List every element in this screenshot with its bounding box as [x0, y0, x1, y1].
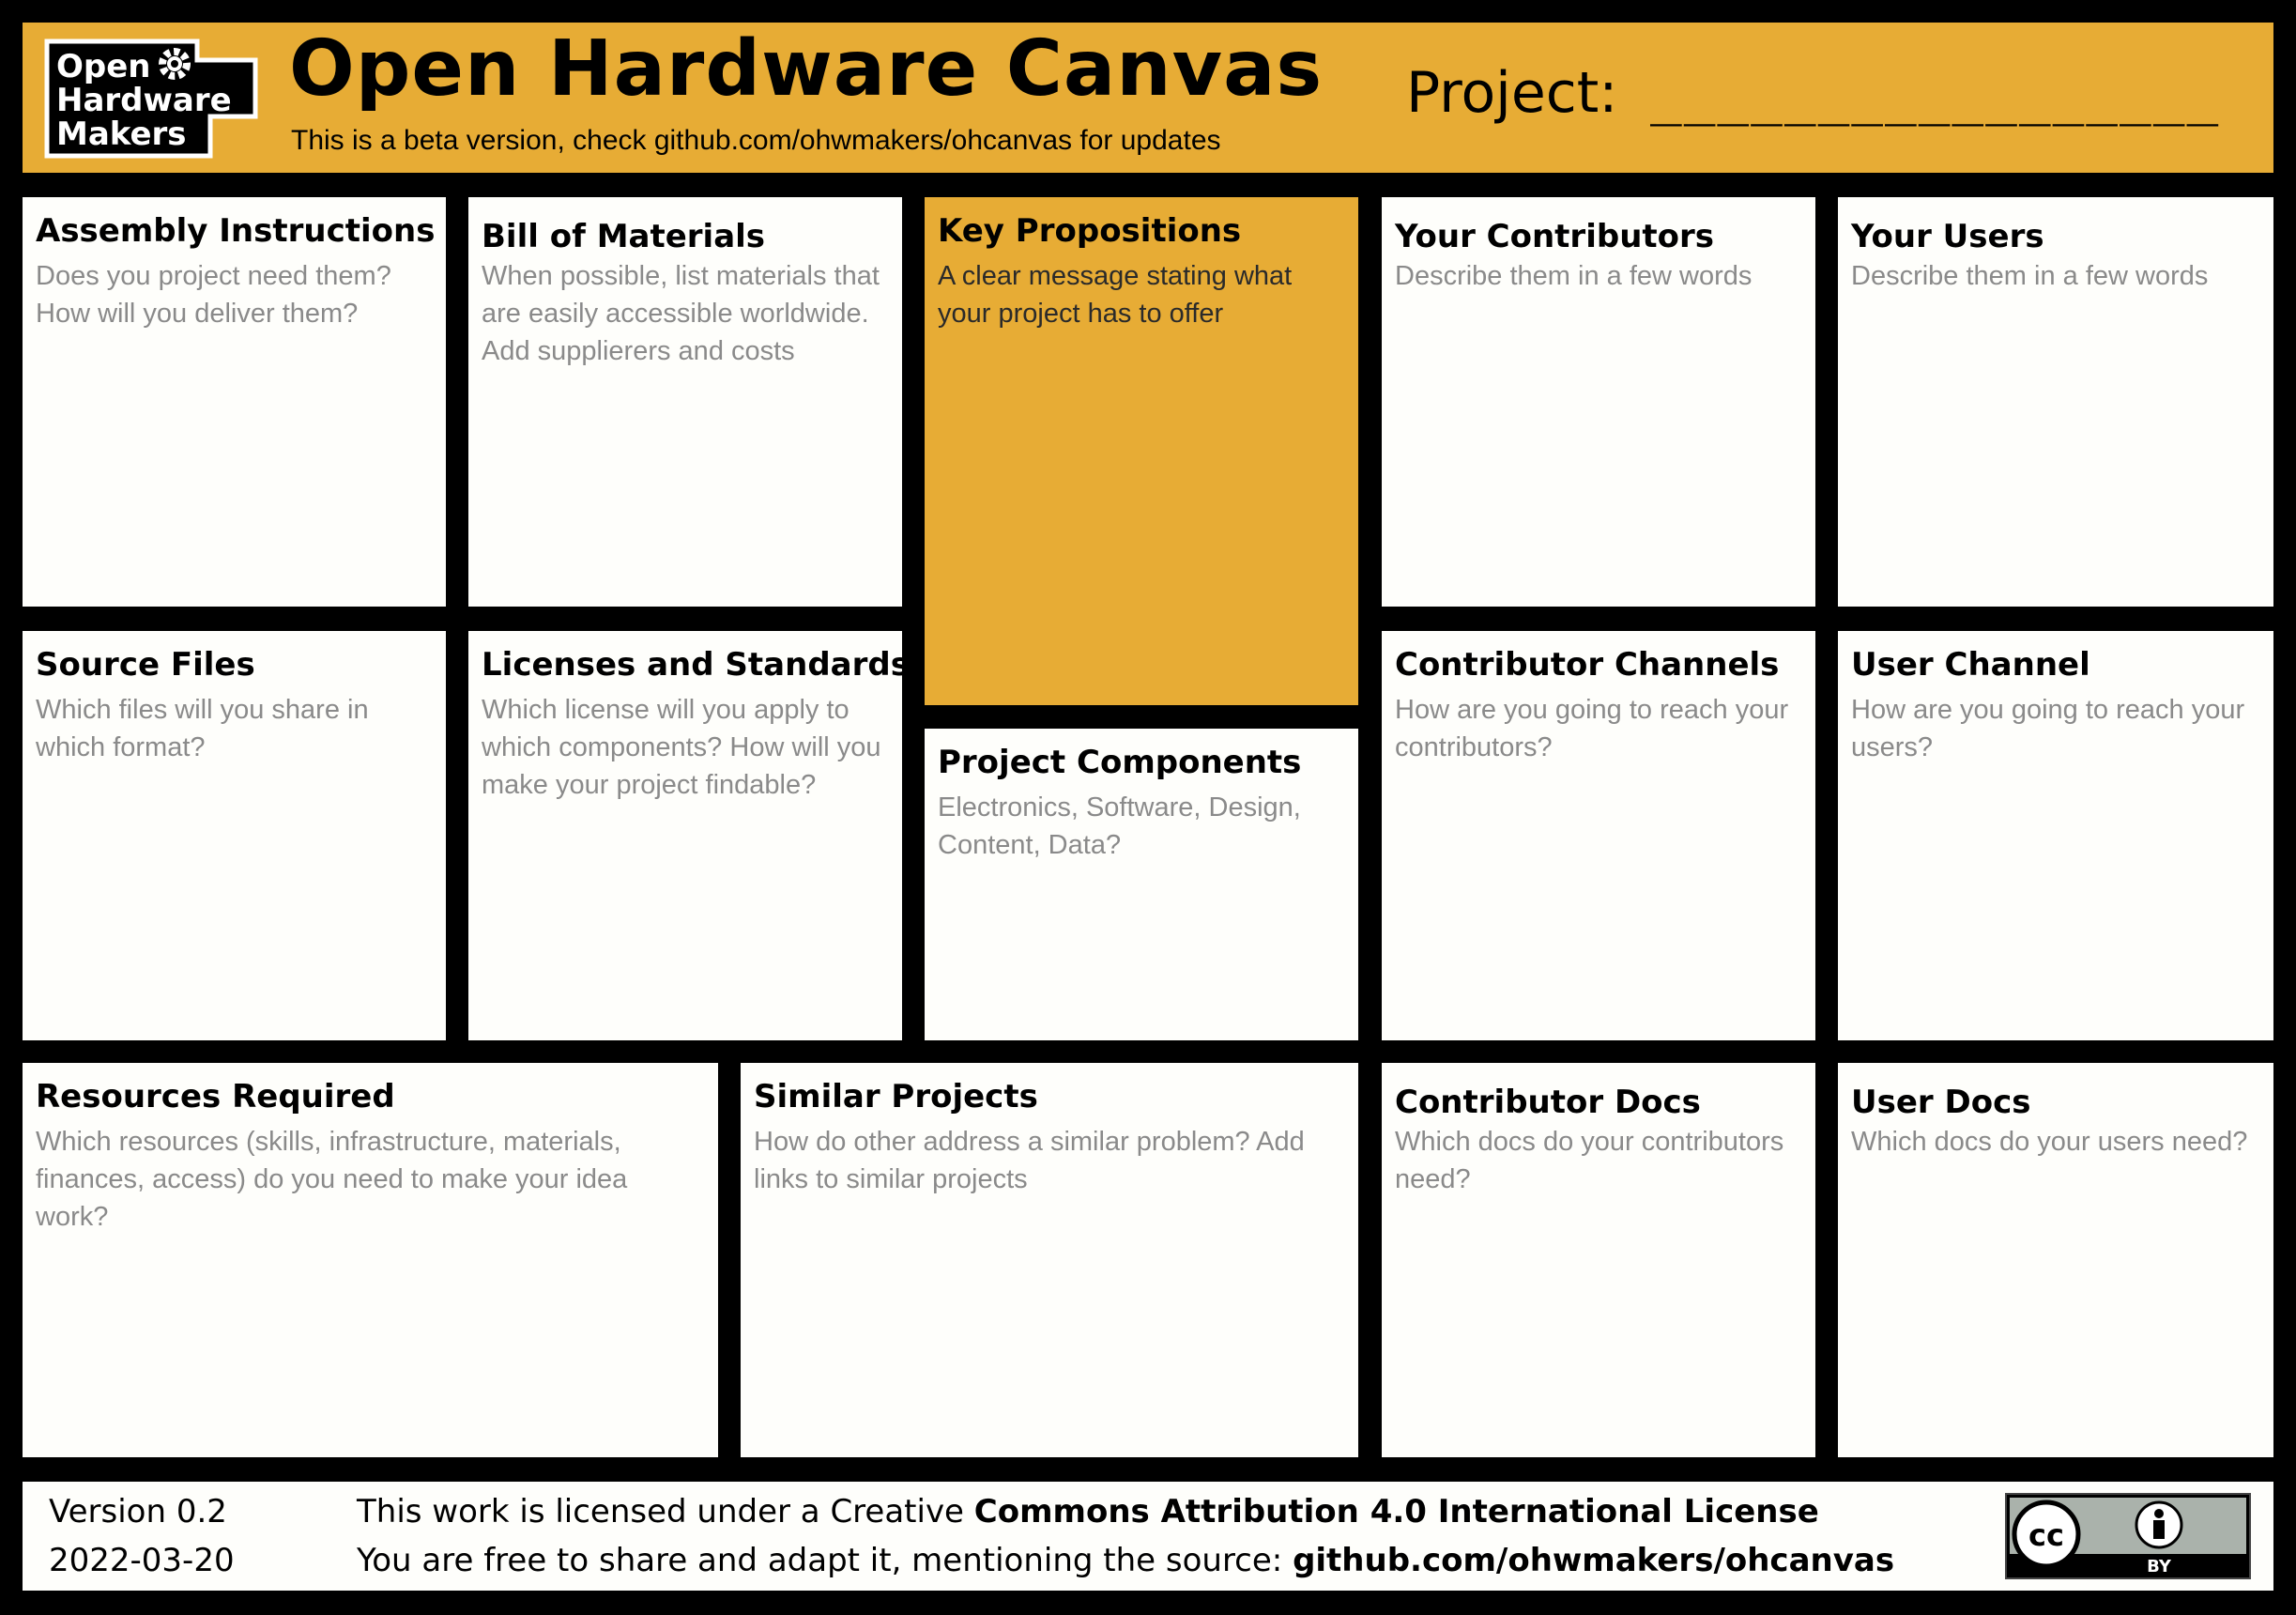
key-propositions-box[interactable]: Key Propositions A clear message stating…	[925, 197, 1358, 705]
box-title: Project Components	[938, 744, 1302, 781]
box-title: Assembly Instructions	[36, 212, 436, 250]
logo-line-hardware: Hardware	[56, 82, 232, 119]
box-title: Resources Required	[36, 1078, 395, 1115]
box-hint: A clear message stating what your projec…	[938, 261, 1293, 329]
box-title: User Docs	[1851, 1084, 2031, 1121]
box-hint: Which docs do your contributors need?	[1395, 1127, 1784, 1194]
box-title: Key Propositions	[938, 212, 1242, 250]
logo-line-makers: Makers	[56, 115, 187, 153]
box-hint: Which docs do your users need?	[1851, 1127, 2248, 1157]
license-notice: This work is licensed under a Creative C…	[357, 1493, 1819, 1530]
box-title: User Channel	[1851, 646, 2090, 684]
assembly-instructions-box[interactable]: Assembly Instructions Does you project n…	[23, 197, 446, 607]
share-notice: You are free to share and adapt it, ment…	[357, 1542, 1894, 1579]
your-contributors-box[interactable]: Your Contributors Describe them in a few…	[1382, 197, 1815, 607]
project-name-blank[interactable]: _________________	[1650, 66, 2221, 127]
similar-projects-box[interactable]: Similar Projects How do other address a …	[741, 1063, 1358, 1457]
version-label: Version 0.2	[49, 1493, 227, 1530]
box-hint: When possible, list materials that are e…	[482, 261, 880, 366]
box-hint: Which resources (skills, infrastructure,…	[36, 1127, 628, 1232]
user-channel-box[interactable]: User Channel How are you going to reach …	[1838, 631, 2273, 1040]
box-title: Similar Projects	[754, 1078, 1038, 1115]
cc-icon	[2012, 1500, 2081, 1569]
license-text: This work is licensed under a Creative	[357, 1493, 974, 1530]
licenses-and-standards-box[interactable]: Licenses and Standards Which license wil…	[468, 631, 910, 1040]
box-title: Bill of Materials	[482, 218, 766, 255]
share-text: You are free to share and adapt it, ment…	[357, 1542, 1293, 1579]
header-bar	[23, 23, 2273, 173]
box-hint: Describe them in a few words	[1851, 261, 2209, 291]
cc-by-badge[interactable]: cc BY	[2005, 1493, 2251, 1579]
date-label: 2022-03-20	[49, 1542, 235, 1579]
page-title: Open Hardware Canvas	[289, 24, 1324, 114]
box-hint: How are you going to reach your contribu…	[1395, 695, 1789, 762]
footer-bar	[23, 1482, 2273, 1591]
box-title: Contributor Channels	[1395, 646, 1780, 684]
cc-label: cc	[2028, 1517, 2064, 1553]
box-title: Source Files	[36, 646, 255, 684]
open-hardware-makers-logo: Open Hardware Makers	[44, 38, 258, 159]
project-components-box[interactable]: Project Components Electronics, Software…	[925, 729, 1358, 1040]
gear-icon	[159, 48, 191, 80]
resources-required-box[interactable]: Resources Required Which resources (skil…	[23, 1063, 718, 1457]
box-title: Licenses and Standards	[482, 646, 910, 684]
contributor-docs-box[interactable]: Contributor Docs Which docs do your cont…	[1382, 1063, 1815, 1457]
source-link[interactable]: github.com/ohwmakers/ohcanvas	[1293, 1542, 1895, 1579]
box-hint: How do other address a similar problem? …	[754, 1127, 1305, 1194]
box-title: Your Contributors	[1395, 218, 1715, 255]
box-title: Your Users	[1851, 218, 2044, 255]
license-link[interactable]: Commons Attribution 4.0 International Li…	[973, 1493, 1819, 1530]
box-hint: Describe them in a few words	[1395, 261, 1753, 291]
page-subtitle: This is a beta version, check github.com…	[291, 125, 1221, 156]
box-hint: How are you going to reach your users?	[1851, 695, 2245, 762]
project-label: Project:	[1406, 60, 1618, 126]
box-hint: Electronics, Software, Design, Content, …	[938, 792, 1301, 860]
bill-of-materials-box[interactable]: Bill of Materials When possible, list ma…	[468, 197, 902, 607]
your-users-box[interactable]: Your Users Describe them in a few words	[1838, 197, 2273, 607]
contributor-channels-box[interactable]: Contributor Channels How are you going t…	[1382, 631, 1815, 1040]
box-hint: Which license will you apply to which co…	[482, 695, 881, 800]
box-hint: Does you project need them? How will you…	[36, 261, 391, 329]
by-label: BY	[2147, 1557, 2172, 1577]
box-hint: Which files will you share in which form…	[36, 695, 369, 762]
attribution-person-icon	[2135, 1500, 2183, 1549]
source-files-box[interactable]: Source Files Which files will you share …	[23, 631, 446, 1040]
user-docs-box[interactable]: User Docs Which docs do your users need?	[1838, 1063, 2273, 1457]
box-title: Contributor Docs	[1395, 1084, 1701, 1121]
logo-line-open: Open	[56, 48, 151, 85]
